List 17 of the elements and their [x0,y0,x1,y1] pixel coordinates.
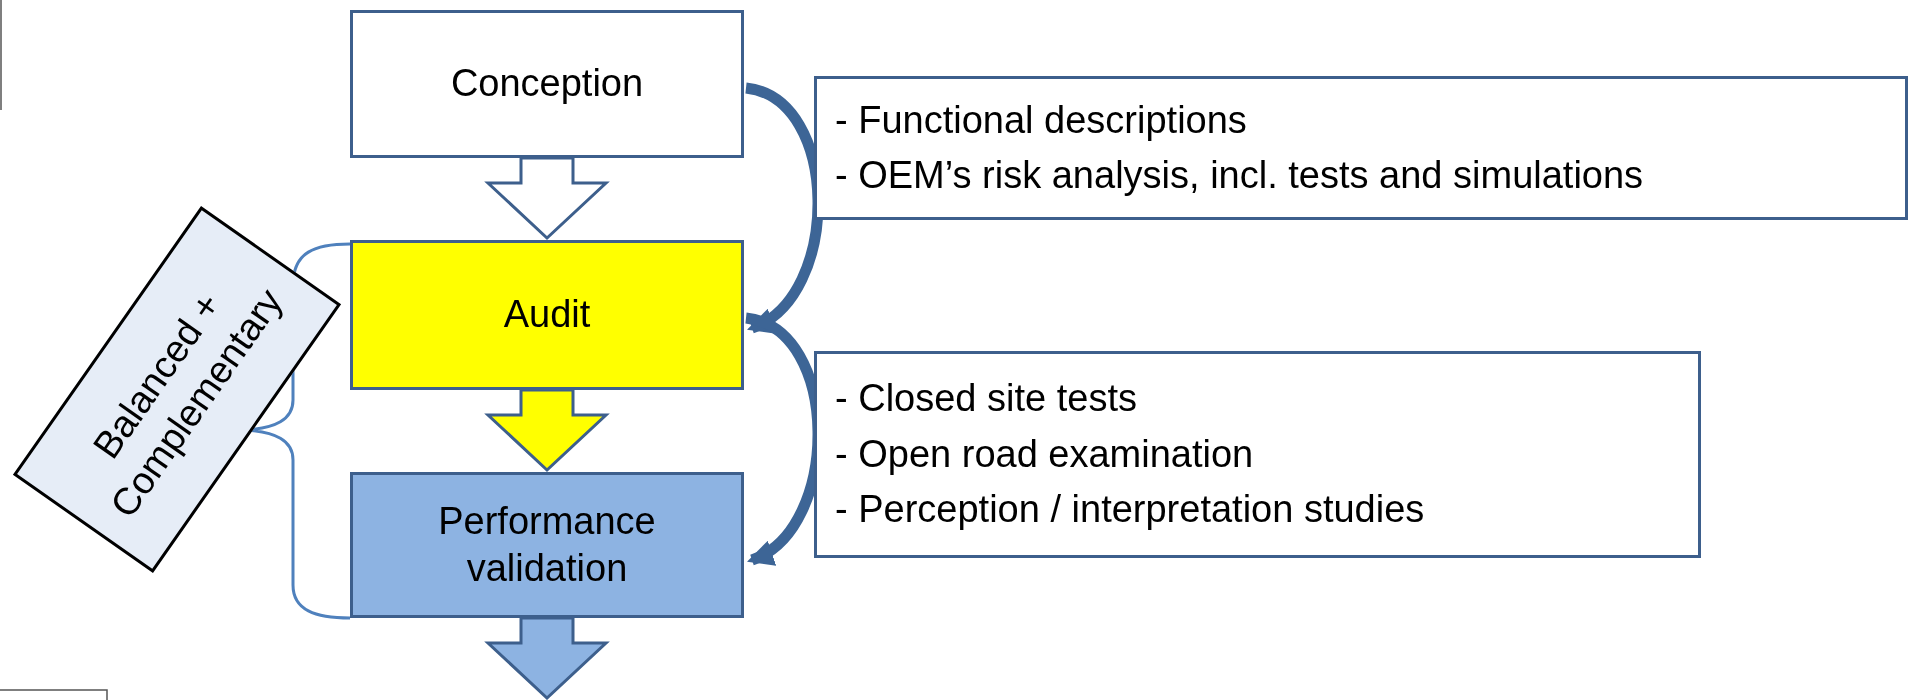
block-arrow [484,156,610,241]
node-text: Audit [503,292,591,338]
node-text: Performance validation [437,498,657,591]
node-text: - Functional descriptions [835,97,1247,143]
node-text: Conception [450,61,644,107]
curved-arrow [744,82,824,333]
note-box [814,76,1908,220]
note-box [814,351,1701,558]
process-box [350,240,744,390]
block-arrow [484,388,610,473]
node-text: - OEM’s risk analysis, incl. tests and simulations [835,153,1644,198]
node-text: - Open road examination [835,431,1254,477]
block-arrow [484,616,610,700]
node-text: - Closed site tests [835,376,1137,422]
process-box [350,10,744,158]
process-box [350,472,744,618]
node-text: - Perception / interpretation studies [835,487,1425,533]
